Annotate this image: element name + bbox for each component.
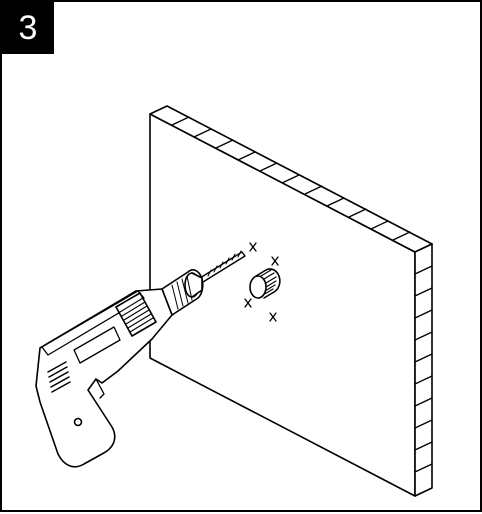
wall-side-edge [414, 243, 433, 497]
power-drill [35, 269, 204, 468]
drill-collar [115, 292, 157, 337]
wall-side-brick-joints [414, 265, 433, 473]
step-number-badge: 3 [2, 2, 54, 54]
mark-bottom-right [269, 312, 277, 322]
drill-side-panel [73, 326, 121, 364]
drill-hole-marks [244, 242, 279, 322]
mark-top-left [249, 242, 257, 252]
drill-trigger [95, 378, 105, 399]
wall-panel [149, 105, 433, 497]
wall-top-brick-joints [171, 116, 411, 241]
mark-top-right [271, 256, 279, 266]
mounting-knob [249, 268, 281, 299]
drill-grip-screw [73, 417, 83, 427]
drill-chuck [161, 269, 204, 316]
drill-vents [47, 361, 71, 393]
mark-bottom-left [244, 298, 252, 308]
